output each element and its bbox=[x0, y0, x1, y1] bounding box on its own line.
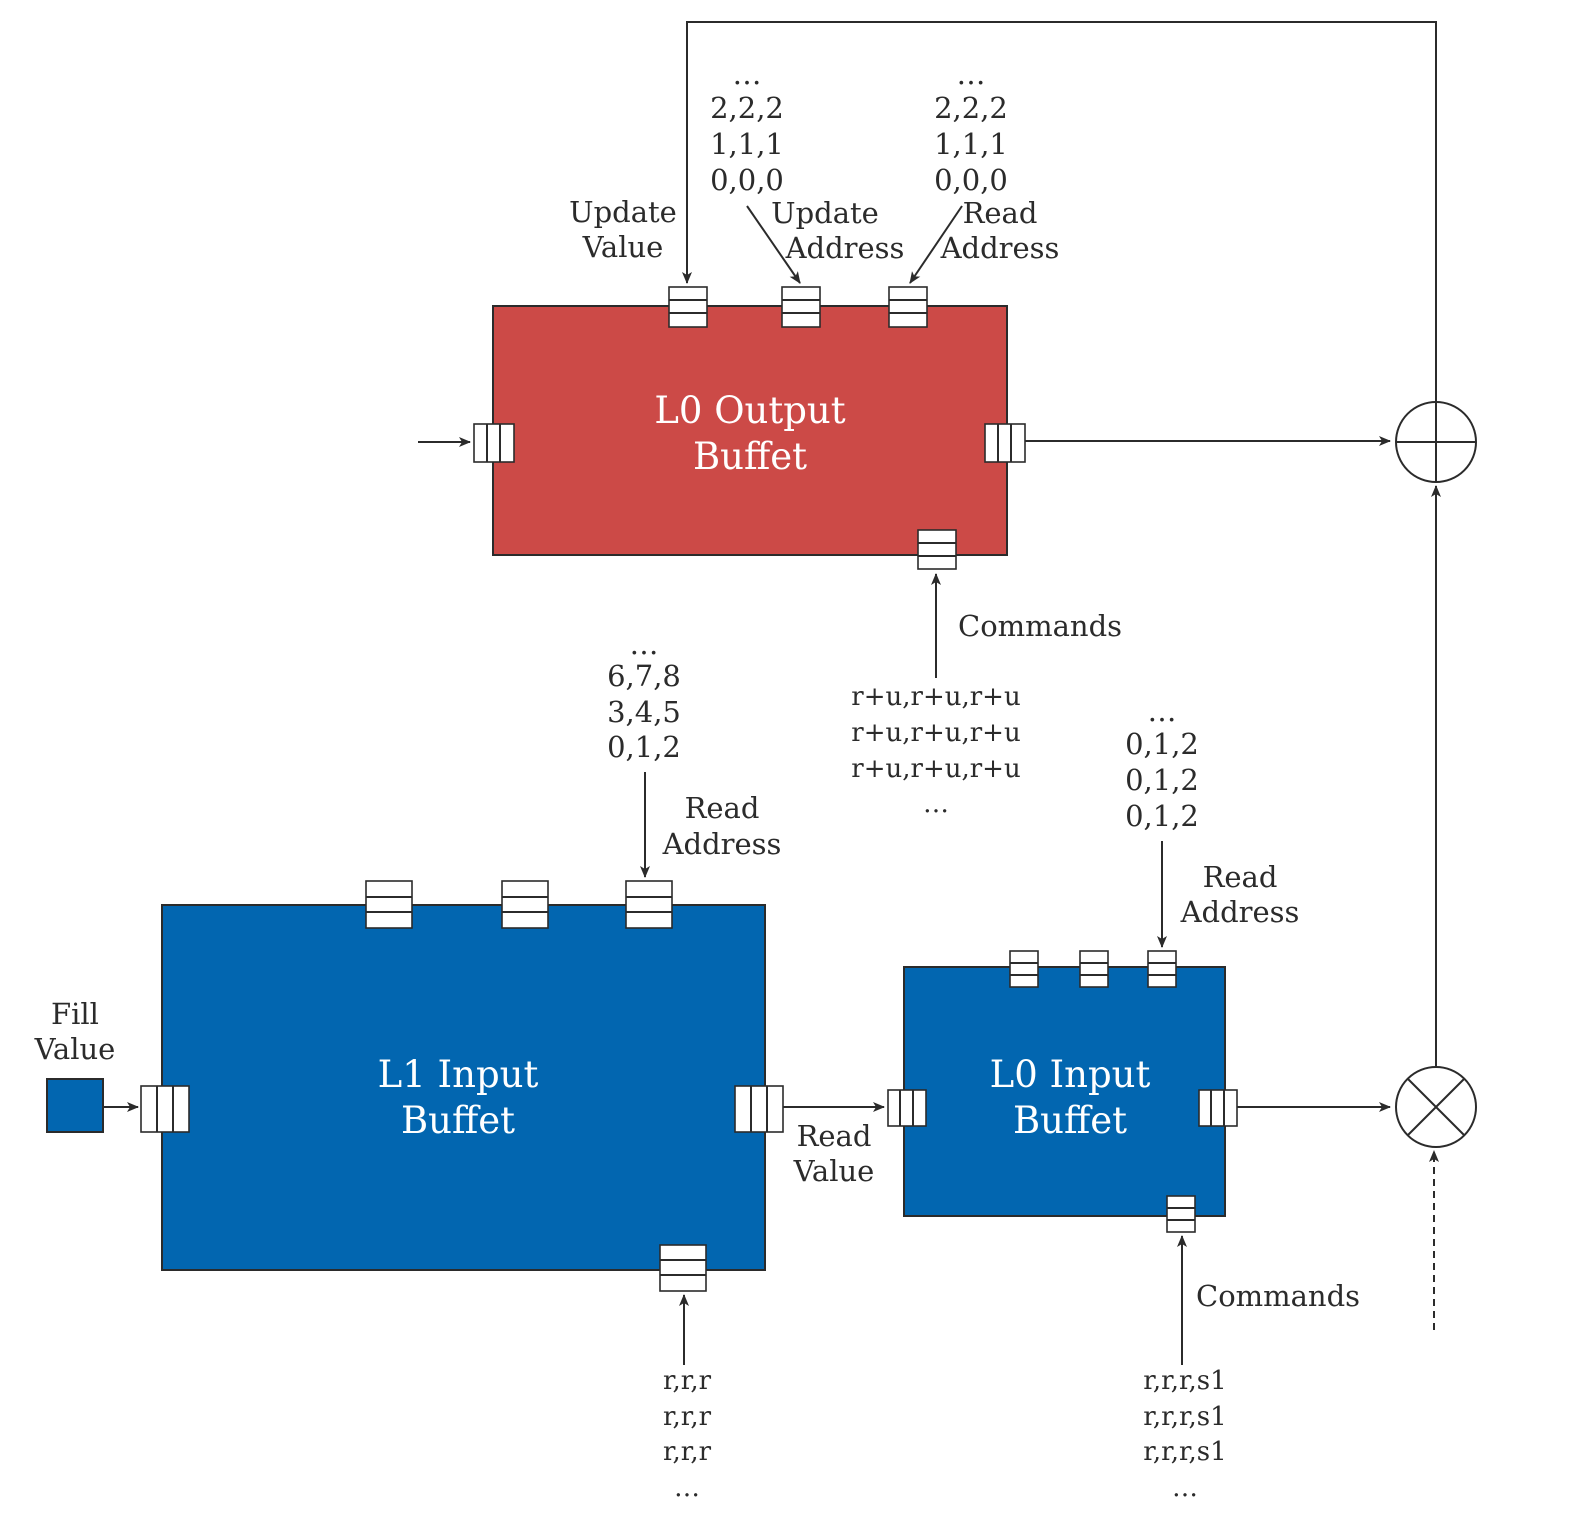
l0-output-commands-stream-2: r+u,r+u,r+u bbox=[851, 754, 1020, 784]
l0-output-update-value-port bbox=[668, 286, 708, 328]
l1-input-top-port-2 bbox=[501, 880, 549, 929]
update-address-arrow bbox=[746, 205, 801, 284]
l0-input-buffet: L0 Input Buffet bbox=[903, 966, 1226, 1217]
l0-output-commands-stream-1: r+u,r+u,r+u bbox=[851, 718, 1020, 748]
l0-output-read-value-port bbox=[984, 423, 1026, 463]
l1-input-buffet: L1 Input Buffet bbox=[161, 904, 766, 1271]
l0-input-buffet-box bbox=[903, 966, 1226, 1217]
update-address-stream-3: 0,0,0 bbox=[710, 163, 784, 197]
l0-input-commands-stream-0: r,r,r,s1 bbox=[1143, 1366, 1226, 1396]
l0-input-commands-label: Commands bbox=[1196, 1279, 1360, 1313]
l0-input-commands-stream-2: r,r,r,s1 bbox=[1143, 1437, 1226, 1467]
l0-input-commands-stream-3: … bbox=[1172, 1473, 1198, 1503]
l0-output-buffet: L0 Output Buffet bbox=[492, 305, 1008, 556]
fill-value-source bbox=[46, 1078, 104, 1133]
multiplier-operator bbox=[1395, 1066, 1477, 1148]
l0-input-read-address-stream-2: 0,1,2 bbox=[1125, 763, 1199, 797]
read-address-arrow bbox=[909, 205, 963, 284]
update-value-label-1: Update bbox=[569, 195, 677, 229]
l0-input-read-address-stream-3: 0,1,2 bbox=[1125, 799, 1199, 833]
l0-output-fill-port bbox=[473, 423, 515, 463]
l0-output-update-address-port bbox=[781, 286, 821, 328]
l0-output-commands-port bbox=[917, 529, 957, 570]
l1-read-address-stream-3: 0,1,2 bbox=[607, 730, 681, 764]
l1-input-commands-port bbox=[659, 1244, 707, 1292]
l0-input-fill-port bbox=[887, 1089, 927, 1127]
l1-input-buffet-title-2: Buffet bbox=[401, 1099, 515, 1142]
l0-input-read-address-label-1: Read bbox=[1203, 860, 1278, 894]
l0-input-commands-port bbox=[1166, 1195, 1196, 1233]
update-address-label-2: Address bbox=[785, 231, 905, 265]
l0-output-buffet-title-2: Buffet bbox=[693, 435, 807, 478]
update-address-label-1: Update bbox=[771, 196, 879, 230]
l0-output-read-address-port bbox=[888, 286, 928, 328]
read-value-label-2: Value bbox=[793, 1154, 875, 1188]
l1-read-address-label-1: Read bbox=[685, 791, 760, 825]
l1-read-address-stream-0: … bbox=[630, 627, 659, 661]
read-address-stream-2: 1,1,1 bbox=[934, 127, 1008, 161]
read-value-label-1: Read bbox=[797, 1119, 872, 1153]
l1-input-read-value-port bbox=[734, 1085, 784, 1133]
l1-input-read-address-port bbox=[625, 880, 673, 929]
update-address-stream-2: 1,1,1 bbox=[710, 127, 784, 161]
l1-input-top-port-1 bbox=[365, 880, 413, 929]
read-address-stream-1: 2,2,2 bbox=[934, 91, 1008, 125]
l0-input-commands-stream-1: r,r,r,s1 bbox=[1143, 1402, 1226, 1432]
l1-commands-stream-3: … bbox=[674, 1473, 700, 1503]
update-value-label-2: Value bbox=[582, 230, 664, 264]
l0-input-read-value-port bbox=[1198, 1089, 1238, 1127]
l0-input-buffet-title-2: Buffet bbox=[1013, 1099, 1127, 1142]
l1-read-address-label-2: Address bbox=[662, 827, 782, 861]
update-value-feedback-wire bbox=[682, 21, 1437, 402]
fill-value-label-2: Value bbox=[34, 1032, 116, 1066]
fill-value-label-1: Fill bbox=[51, 997, 99, 1031]
l0-input-read-address-stream-0: … bbox=[1148, 694, 1177, 728]
read-address-stream-3: 0,0,0 bbox=[934, 163, 1008, 197]
l1-input-fill-port bbox=[140, 1085, 190, 1133]
read-address-label-2: Address bbox=[940, 231, 1060, 265]
l0-input-read-address-label-2: Address bbox=[1180, 895, 1300, 929]
l0-input-read-address-stream-1: 0,1,2 bbox=[1125, 727, 1199, 761]
update-address-stream-0: … bbox=[733, 57, 762, 91]
l0-input-top-port-2 bbox=[1079, 950, 1109, 988]
read-address-label-1: Read bbox=[963, 196, 1038, 230]
l1-commands-stream-0: r,r,r bbox=[663, 1366, 712, 1396]
l0-output-buffet-box bbox=[492, 305, 1008, 556]
l1-input-buffet-box bbox=[161, 904, 766, 1271]
l1-input-buffet-title-1: L1 Input bbox=[378, 1053, 539, 1096]
l0-output-commands-stream-3: … bbox=[923, 789, 949, 819]
read-address-stream-0: … bbox=[957, 57, 986, 91]
l1-read-address-stream-1: 6,7,8 bbox=[607, 659, 681, 693]
l1-commands-stream-2: r,r,r bbox=[663, 1437, 712, 1467]
l0-output-commands-stream-0: r+u,r+u,r+u bbox=[851, 682, 1020, 712]
adder-operator bbox=[1395, 401, 1477, 483]
l0-output-commands-label: Commands bbox=[958, 609, 1122, 643]
l1-commands-stream-1: r,r,r bbox=[663, 1402, 712, 1432]
l0-input-buffet-title-1: L0 Input bbox=[990, 1053, 1151, 1096]
l0-output-buffet-title-1: L0 Output bbox=[654, 389, 845, 432]
l0-input-top-port-1 bbox=[1009, 950, 1039, 988]
l0-input-read-address-port bbox=[1147, 950, 1177, 988]
l1-read-address-stream-2: 3,4,5 bbox=[607, 695, 681, 729]
update-address-stream-1: 2,2,2 bbox=[710, 91, 784, 125]
